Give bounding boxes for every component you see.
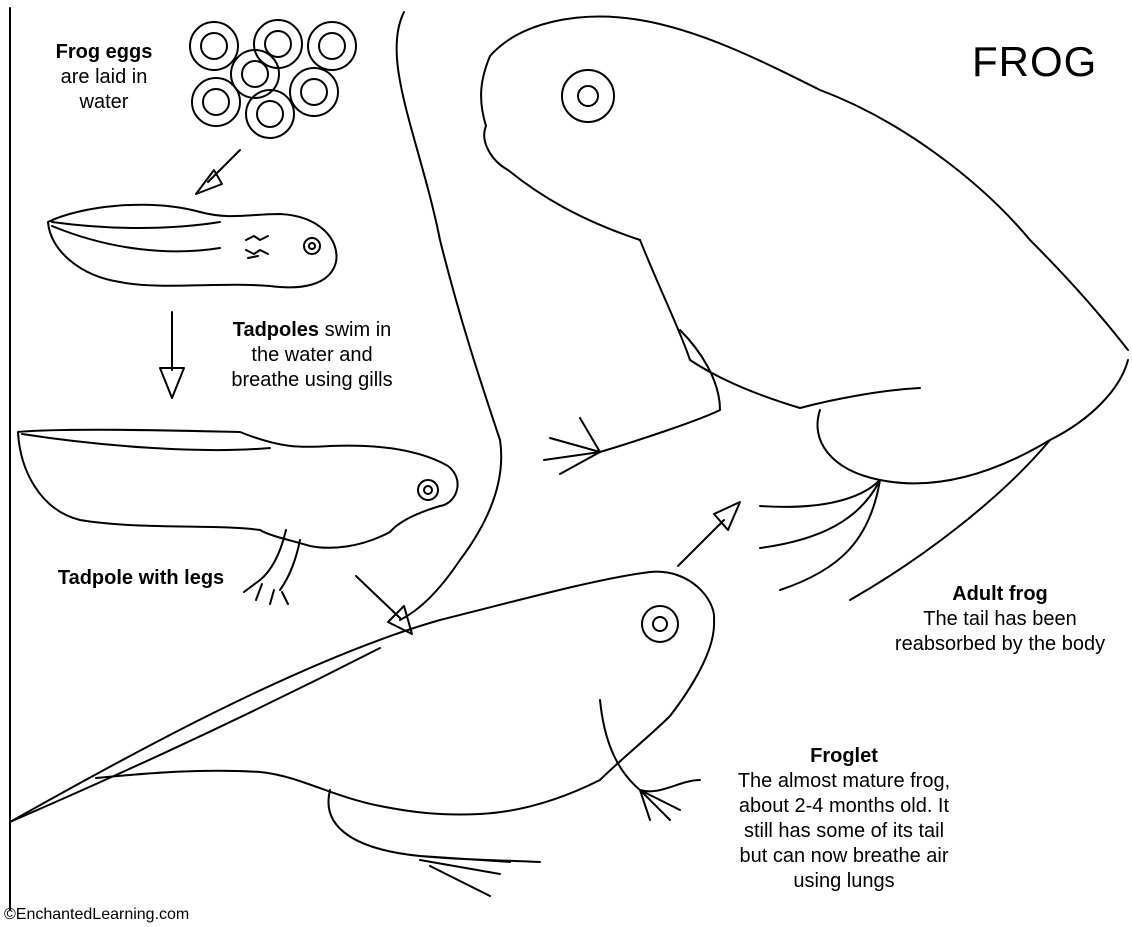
copyright-notice: ©EnchantedLearning.com [4, 906, 189, 924]
froglet-label-line3: about 2-4 months old. It [706, 794, 982, 819]
tadpoles-label-line3: breathe using gills [200, 368, 424, 393]
arrow-eggs-to-tadpole [196, 150, 240, 194]
arrow-froglet-to-adult [678, 502, 740, 566]
froglet-label-bold: Froglet [810, 745, 878, 767]
page-title: FROG [972, 38, 1097, 86]
froglet-label: Froglet The almost mature frog, about 2-… [706, 744, 982, 894]
adult-label-line3: reabsorbed by the body [868, 632, 1132, 657]
tadpoles-label-line2: the water and [200, 343, 424, 368]
eggs-label: Frog eggs are laid in water [18, 40, 190, 115]
froglet-label-line6: using lungs [706, 869, 982, 894]
eggs-label-line3: water [18, 90, 190, 115]
eggs-label-bold: Frog eggs [56, 41, 153, 63]
arrow-tadpole-to-legs [160, 312, 184, 398]
froglet-label-line5: but can now breathe air [706, 844, 982, 869]
froglet-drawing [10, 572, 714, 896]
tadpole-legs-label-bold: Tadpole with legs [58, 567, 224, 589]
tadpole-legs-label: Tadpole with legs [38, 566, 244, 591]
froglet-label-line2: The almost mature frog, [706, 769, 982, 794]
froglet-label-line4: still has some of its tail [706, 819, 982, 844]
tadpoles-label: Tadpoles swim in the water and breathe u… [200, 318, 424, 393]
tadpole-drawing [48, 205, 337, 288]
adult-label: Adult frog The tail has been reabsorbed … [868, 582, 1132, 657]
tadpoles-label-bold: Tadpoles [233, 319, 319, 341]
tadpoles-label-rest: swim in [319, 319, 391, 341]
frog-eggs-drawing [190, 20, 356, 138]
eggs-label-line2: are laid in [18, 65, 190, 90]
arrow-legs-to-froglet [356, 576, 412, 634]
adult-frog-drawing [397, 12, 1128, 620]
adult-label-line2: The tail has been [868, 607, 1132, 632]
adult-label-bold: Adult frog [952, 583, 1048, 605]
